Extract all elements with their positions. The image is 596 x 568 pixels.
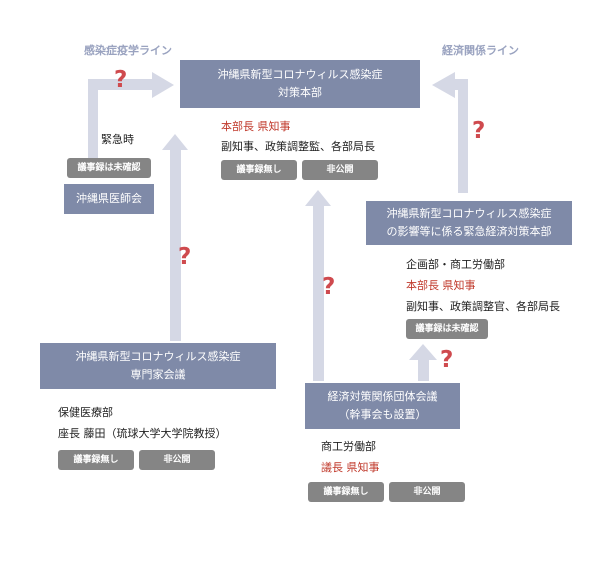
econ-hq-node: 沖縄県新型コロナウィルス感染症 の影響等に係る緊急経済対策本部 <box>366 201 572 245</box>
arrow-econhq-horizontal <box>450 79 468 90</box>
hq-node: 沖縄県新型コロナウィルス感染症 対策本部 <box>180 60 420 108</box>
expert-department: 保健医療部 <box>58 406 113 419</box>
expert-private-badge: 非公開 <box>139 450 215 470</box>
econ-hq-departments: 企画部・商工労働部 <box>406 258 505 271</box>
economy-line-label: 経済関係ライン <box>442 44 519 57</box>
expert-council-node: 沖縄県新型コロナウィルス感染症 専門家会議 <box>40 343 276 389</box>
econ-council-department: 商工労働部 <box>321 440 376 453</box>
arrow-expert-shaft <box>170 148 181 341</box>
arrow-expert-head <box>162 134 188 150</box>
expert-title-line1: 沖縄県新型コロナウィルス感染症 <box>75 350 241 363</box>
hq-private-badge: 非公開 <box>302 160 378 180</box>
arrow-econ-council-to-hq-head <box>305 190 331 206</box>
arrow-econ-council-to-hq-shaft <box>313 205 324 381</box>
arrow-council-to-econhq-head <box>409 344 437 360</box>
arrow-econhq-head <box>432 72 455 98</box>
medical-association-name: 沖縄県医師会 <box>76 192 142 205</box>
arrow-econhq-vertical <box>458 79 468 193</box>
econ-hq-members: 副知事、政策調整官、各部局長 <box>406 300 560 313</box>
econ-council-title-line2: （幹事会も設置） <box>338 408 427 421</box>
arrow-council-to-econhq-shaft <box>418 358 429 381</box>
hq-title-line1: 沖縄県新型コロナウィルス感染症 <box>217 68 383 81</box>
arrow-medical-horizontal <box>88 79 154 90</box>
medical-minutes-badge: 議事録は未確認 <box>67 158 151 178</box>
epidemiology-line-label: 感染症疫学ライン <box>84 44 172 57</box>
arrow-medical-vertical <box>88 81 98 158</box>
hq-members: 副知事、政策調整監、各部局長 <box>221 140 375 153</box>
expert-title-line2: 専門家会議 <box>130 368 186 381</box>
econ-hq-chief: 本部長 県知事 <box>406 279 476 292</box>
question-mark-econ-council: ? <box>322 274 336 300</box>
hq-chief: 本部長 県知事 <box>221 120 291 133</box>
question-mark-econ-hq: ? <box>472 118 486 144</box>
hq-minutes-badge: 議事録無し <box>221 160 297 180</box>
econ-hq-title-line2: の影響等に係る緊急経済対策本部 <box>386 225 552 238</box>
econ-council-chair: 議長 県知事 <box>321 461 380 474</box>
expert-chair: 座長 藤田（琉球大学大学院教授） <box>58 427 227 440</box>
expert-minutes-badge: 議事録無し <box>58 450 134 470</box>
econ-hq-title-line1: 沖縄県新型コロナウィルス感染症 <box>386 207 552 220</box>
econ-hq-minutes-badge: 議事録は未確認 <box>406 319 488 339</box>
medical-association-node: 沖縄県医師会 <box>64 184 154 214</box>
econ-council-node: 経済対策関係団体会議 （幹事会も設置） <box>305 383 460 429</box>
econ-council-minutes-badge: 議事録無し <box>308 482 384 502</box>
question-mark-medical: ? <box>114 67 128 93</box>
emergency-label: 緊急時 <box>101 133 134 146</box>
econ-council-private-badge: 非公開 <box>389 482 465 502</box>
arrow-medical-head <box>152 72 174 98</box>
econ-council-title-line1: 経済対策関係団体会議 <box>327 390 438 403</box>
question-mark-council-to-econhq: ? <box>440 347 454 373</box>
question-mark-expert: ? <box>178 244 192 270</box>
hq-title-line2: 対策本部 <box>278 86 322 99</box>
